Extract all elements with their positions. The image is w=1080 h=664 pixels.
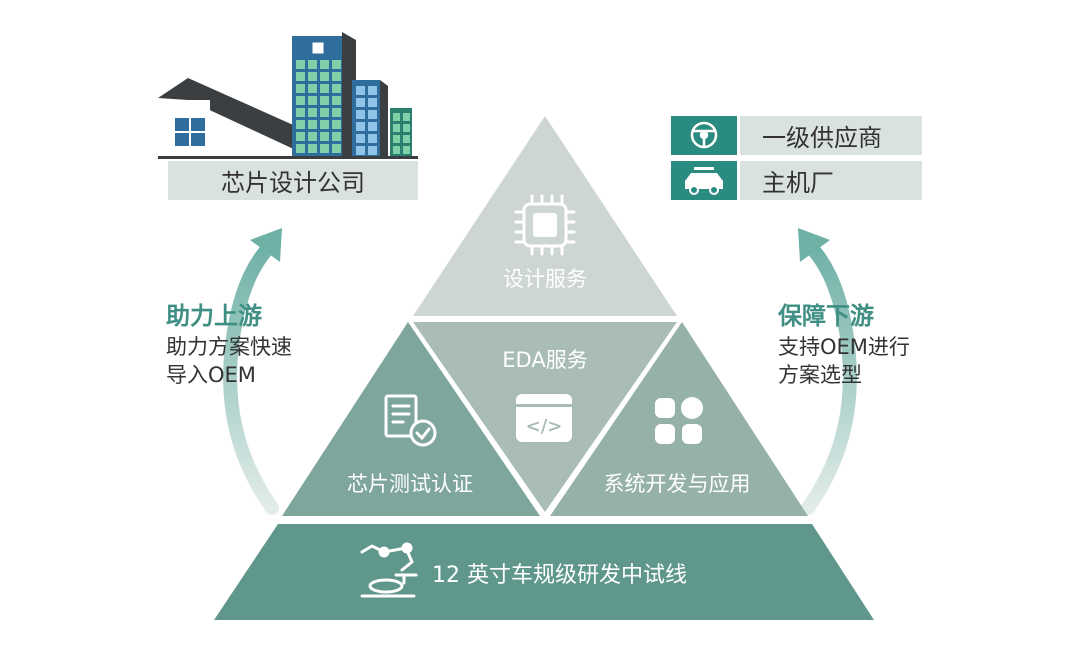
building-window bbox=[308, 108, 317, 117]
building-window bbox=[393, 146, 400, 154]
downstream-support-line-1: 支持OEM进行 bbox=[778, 335, 910, 359]
document-check-icon bbox=[384, 394, 437, 447]
building-window bbox=[308, 60, 317, 69]
building-window bbox=[296, 120, 305, 129]
building-window bbox=[320, 120, 329, 129]
building-window bbox=[368, 86, 377, 95]
building-window bbox=[332, 60, 341, 69]
building-window bbox=[332, 120, 341, 129]
pyramid-left-label: 芯片测试认证 bbox=[347, 472, 473, 496]
upstream-support-line-1: 助力方案快速 bbox=[166, 335, 292, 359]
building-window bbox=[296, 132, 305, 141]
pyramid-left-segment bbox=[282, 322, 540, 516]
building-window bbox=[308, 96, 317, 105]
building-window bbox=[356, 146, 365, 155]
building-window bbox=[308, 84, 317, 93]
building-window bbox=[368, 122, 377, 131]
building-window bbox=[403, 135, 410, 143]
tier1-supplier-text: 一级供应商 bbox=[762, 124, 882, 152]
building-window bbox=[296, 108, 305, 117]
building-window bbox=[308, 72, 317, 81]
building-window bbox=[368, 110, 377, 119]
building-window bbox=[332, 144, 341, 153]
building-window bbox=[403, 124, 410, 132]
building-window bbox=[332, 108, 341, 117]
building-window bbox=[296, 72, 305, 81]
building-window bbox=[296, 96, 305, 105]
downstream-support-line-2: 方案选型 bbox=[778, 363, 862, 387]
svg-text:</>: </> bbox=[526, 416, 563, 437]
pyramid-base-label: 12 英寸车规级研发中试线 bbox=[432, 563, 687, 588]
app-grid-icon bbox=[655, 397, 703, 444]
building-window bbox=[393, 113, 400, 121]
building-window bbox=[332, 72, 341, 81]
building-window bbox=[403, 146, 410, 154]
building-window bbox=[393, 124, 400, 132]
building-window bbox=[320, 108, 329, 117]
building-window bbox=[393, 135, 400, 143]
tier1-supplier-label: 一级供应商 bbox=[740, 116, 922, 155]
oem-text: 主机厂 bbox=[762, 169, 834, 197]
pyramid-top-label: 设计服务 bbox=[503, 267, 587, 291]
building-window bbox=[356, 110, 365, 119]
building-window bbox=[368, 98, 377, 107]
upstream-support-line-2: 导入OEM bbox=[166, 363, 256, 387]
chip-design-company-label: 芯片设计公司 bbox=[168, 161, 418, 200]
building-window bbox=[296, 144, 305, 153]
right-arc-arrow bbox=[798, 228, 857, 515]
building-window bbox=[368, 146, 377, 155]
pyramid-right-label: 系统开发与应用 bbox=[604, 472, 751, 496]
downstream-support-text: 保障下游 支持OEM进行 方案选型 bbox=[778, 301, 910, 389]
upstream-support-title: 助力上游 bbox=[166, 302, 262, 330]
building-window bbox=[320, 84, 329, 93]
building-window bbox=[308, 120, 317, 129]
downstream-support-title: 保障下游 bbox=[778, 302, 874, 330]
building-window bbox=[320, 96, 329, 105]
building-window bbox=[356, 134, 365, 143]
building-window bbox=[320, 132, 329, 141]
pyramid-middle-label: EDA服务 bbox=[502, 348, 587, 372]
building-window bbox=[332, 96, 341, 105]
building-window bbox=[356, 86, 365, 95]
building-window bbox=[332, 84, 341, 93]
building-window bbox=[320, 144, 329, 153]
pyramid-right-segment bbox=[550, 322, 808, 516]
building-window bbox=[308, 144, 317, 153]
oem-label: 主机厂 bbox=[740, 161, 922, 200]
building-illustration bbox=[158, 32, 418, 159]
building-window bbox=[320, 60, 329, 69]
building-window bbox=[296, 84, 305, 93]
building-window bbox=[296, 60, 305, 69]
upstream-support-text: 助力上游 助力方案快速 导入OEM bbox=[166, 301, 292, 389]
left-arc-arrow bbox=[223, 228, 282, 515]
building-window bbox=[308, 132, 317, 141]
steering-wheel-icon bbox=[690, 121, 718, 149]
code-window-icon: </> bbox=[516, 394, 572, 442]
chip-icon bbox=[514, 194, 576, 256]
building-window bbox=[356, 98, 365, 107]
robot-arm-icon bbox=[360, 542, 418, 598]
building-window bbox=[368, 134, 377, 143]
building-window bbox=[356, 122, 365, 131]
chip-design-company-text: 芯片设计公司 bbox=[221, 169, 365, 197]
car-icon bbox=[685, 167, 723, 195]
building-window bbox=[403, 113, 410, 121]
building-window bbox=[332, 132, 341, 141]
building-window bbox=[320, 72, 329, 81]
